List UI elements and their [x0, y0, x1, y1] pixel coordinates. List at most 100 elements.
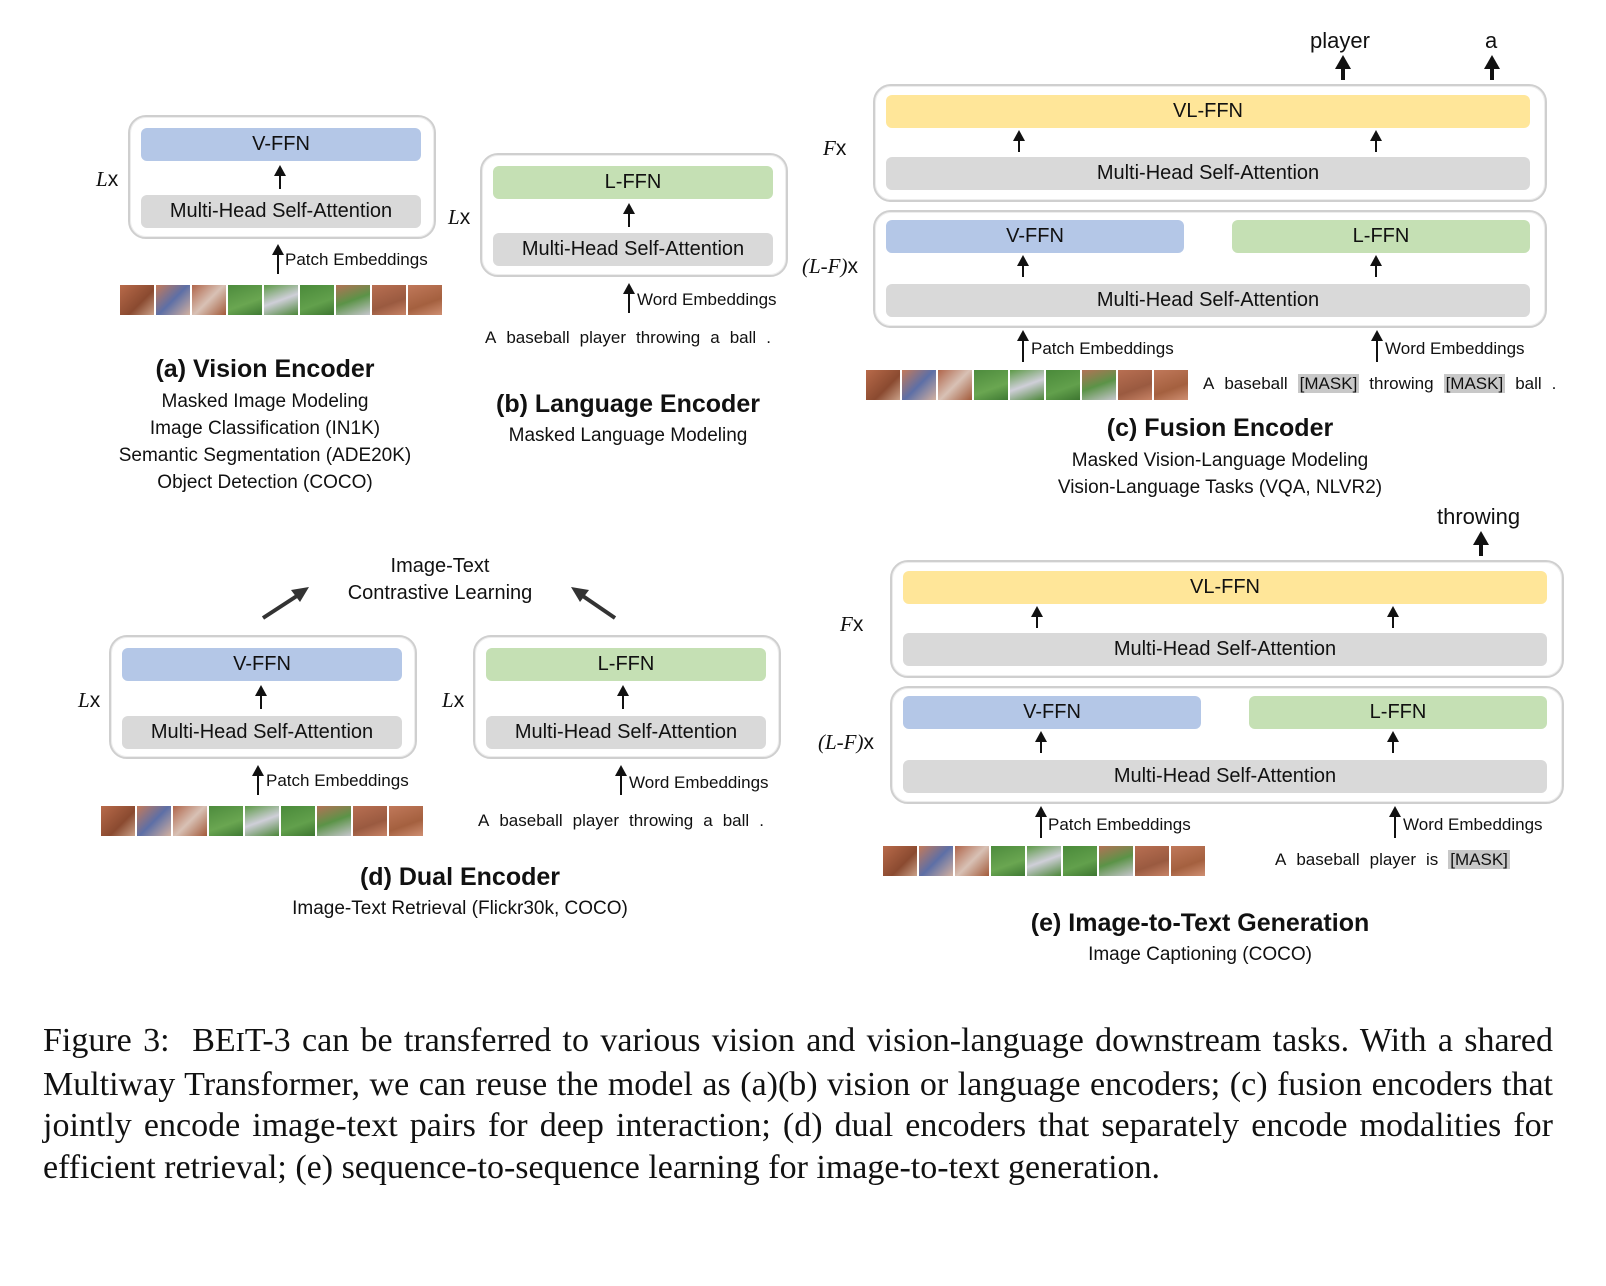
up-arrow-icon	[1473, 531, 1489, 556]
image-patch	[991, 846, 1025, 876]
image-patch	[1135, 846, 1169, 876]
token: A	[485, 328, 497, 347]
layer-multiplier: Fx	[823, 136, 847, 160]
image-patch	[264, 285, 298, 315]
image-patch	[336, 285, 370, 315]
up-arrow-icon	[1031, 606, 1043, 628]
caption-label: Figure 3:	[43, 1022, 170, 1059]
image-patch	[1154, 370, 1188, 400]
up-arrow-icon	[1017, 330, 1029, 362]
layer-multiplier: Lx	[96, 167, 119, 191]
image-patch	[1027, 846, 1061, 876]
image-patch	[209, 806, 243, 836]
panel-title: (d) Dual Encoder	[359, 863, 560, 891]
objective-line: Image-Text	[390, 555, 490, 577]
image-patch	[137, 806, 171, 836]
image-patch	[1082, 370, 1116, 400]
self-attention: Multi-Head Self-Attention	[903, 760, 1547, 793]
language-ffn: L-FFN	[486, 648, 766, 681]
task-item: Masked Language Modeling	[508, 425, 748, 446]
up-arrow-icon	[615, 765, 627, 795]
output-token: throwing	[1437, 504, 1521, 529]
task-list: Masked Vision-Language Modeling Vision-L…	[1020, 447, 1420, 501]
panel-title: (a) Vision Encoder	[155, 355, 375, 383]
token: .	[759, 811, 764, 830]
image-patch	[353, 806, 387, 836]
patch-embeddings-label: Patch Embeddings	[266, 771, 409, 790]
self-attention: Multi-Head Self-Attention	[903, 633, 1547, 666]
task-item: Vision-Language Tasks (VQA, NLVR2)	[1057, 477, 1383, 498]
task-item: Image Classification (IN1K)	[149, 418, 381, 439]
up-arrow-icon	[1017, 255, 1029, 277]
layer-multiplier: Lx	[78, 688, 101, 712]
token: throwing	[1369, 374, 1434, 393]
image-patch	[317, 806, 351, 836]
language-ffn: L-FFN	[493, 166, 773, 199]
task-list: Image-Text Retrieval (Flickr30k, COCO)	[250, 895, 670, 922]
token: player	[579, 328, 626, 347]
task-list: Masked Language Modeling	[468, 422, 788, 449]
token: .	[766, 328, 771, 347]
output-token: a	[1485, 28, 1498, 53]
image-patch	[1063, 846, 1097, 876]
token: player	[1369, 850, 1416, 869]
token: player	[572, 811, 619, 830]
image-patches	[120, 285, 442, 315]
figure-caption: Figure 3: BEIT-3 can be transferred to v…	[43, 1020, 1553, 1188]
image-patch	[281, 806, 315, 836]
token: A	[1203, 374, 1215, 393]
self-attention: Multi-Head Self-Attention	[141, 195, 421, 228]
image-patch	[156, 285, 190, 315]
token: ball	[722, 811, 750, 830]
word-embeddings-label: Word Embeddings	[1385, 339, 1525, 358]
up-arrow-icon	[274, 165, 286, 189]
layer-multiplier: Lx	[448, 205, 471, 229]
word-embeddings-label: Word Embeddings	[629, 773, 769, 792]
vision-language-ffn: VL-FFN	[903, 571, 1547, 604]
token: throwing	[628, 811, 694, 830]
model-name-part: T-3	[244, 1022, 291, 1059]
up-arrow-icon	[1013, 130, 1025, 152]
token: baseball	[499, 811, 563, 830]
image-patch	[919, 846, 953, 876]
image-patches	[101, 806, 423, 836]
token: a	[710, 328, 720, 347]
up-arrow-icon	[617, 685, 629, 709]
token: a	[703, 811, 713, 830]
image-patch	[245, 806, 279, 836]
vision-ffn: V-FFN	[903, 696, 1201, 729]
layer-multiplier: (L-F)x	[818, 730, 874, 754]
model-name: BEIT-3	[192, 1022, 290, 1059]
model-name-part: I	[235, 1027, 245, 1057]
layer-multiplier: Lx	[442, 688, 465, 712]
model-name-part: BE	[192, 1022, 236, 1059]
panel-title: (c) Fusion Encoder	[1106, 414, 1334, 442]
token: A	[478, 811, 490, 830]
task-item: Object Detection (COCO)	[157, 472, 373, 493]
word-embeddings-label: Word Embeddings	[1403, 815, 1543, 834]
image-patch	[902, 370, 936, 400]
task-item: Semantic Segmentation (ADE20K)	[118, 445, 412, 466]
self-attention: Multi-Head Self-Attention	[886, 284, 1530, 317]
patch-embeddings-label: Patch Embeddings	[285, 250, 428, 269]
vision-language-ffn: VL-FFN	[886, 95, 1530, 128]
arrow-head-icon	[571, 587, 589, 602]
word-embeddings-label: Word Embeddings	[637, 290, 777, 309]
token: A	[1275, 850, 1287, 869]
up-arrow-icon	[252, 765, 264, 795]
self-attention: Multi-Head Self-Attention	[886, 157, 1530, 190]
self-attention: Multi-Head Self-Attention	[493, 233, 773, 266]
image-patch	[1171, 846, 1205, 876]
task-item: Image Captioning (COCO)	[1088, 944, 1312, 965]
patch-embeddings-label: Patch Embeddings	[1031, 339, 1174, 358]
image-patch	[938, 370, 972, 400]
objective-line: Contrastive Learning	[347, 582, 533, 604]
image-patch	[372, 285, 406, 315]
image-patch	[866, 370, 900, 400]
image-patch	[192, 285, 226, 315]
image-patch	[173, 806, 207, 836]
token: baseball	[1296, 850, 1360, 869]
vision-ffn: V-FFN	[122, 648, 402, 681]
